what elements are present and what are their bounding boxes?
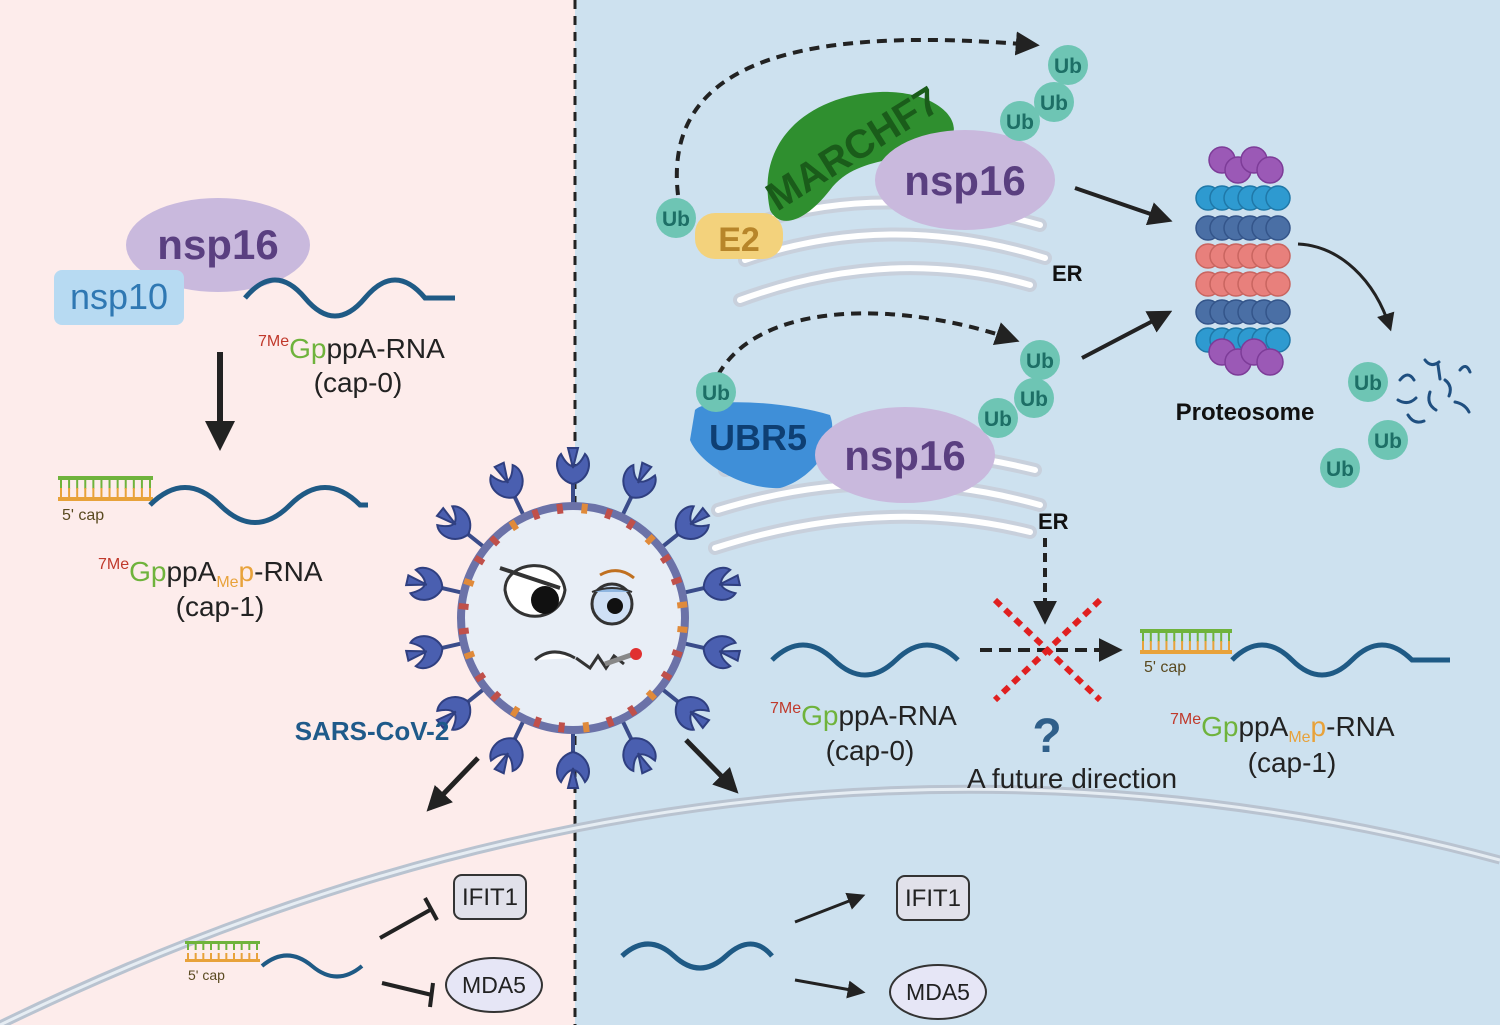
nsp16-bottom-ellipse <box>815 407 995 503</box>
ub-chain-bottom-2: Ub <box>1014 378 1054 418</box>
e2-shape <box>695 213 783 259</box>
svg-text:Ub: Ub <box>662 208 690 231</box>
ub-transfer-arrow-bottom <box>716 311 1020 376</box>
ifit1-label-left: IFIT1 <box>462 884 518 911</box>
right-cap0-formula: 7MeGpppA-RNA <box>770 700 957 731</box>
left-cap-label: 5' cap <box>62 507 104 524</box>
nsp16-bottom-label: nsp16 <box>844 432 965 479</box>
marchf7-shape <box>767 91 954 221</box>
nsp16-left-ellipse <box>126 198 310 292</box>
proteosome-label: Proteosome <box>1176 399 1315 426</box>
sars-cov-2-virus <box>401 446 745 790</box>
e2-label: E2 <box>718 221 760 259</box>
er-label-top: ER <box>1052 261 1083 286</box>
mda5-ellipse-right <box>889 964 987 1020</box>
er-label-bottom: ER <box>1038 509 1069 534</box>
svg-text:Ub: Ub <box>1040 92 1068 115</box>
virus-body <box>457 502 689 734</box>
degraded-peptides <box>1396 358 1472 424</box>
left-panel <box>0 0 575 1025</box>
arrow-activate-ifit1 <box>794 892 866 924</box>
ub-chain-bottom-3: Ub <box>1020 340 1060 380</box>
svg-text:Ub: Ub <box>984 408 1012 431</box>
rna-wave-left-top <box>243 277 455 319</box>
arrow-virus-right <box>684 738 739 794</box>
svg-text:Ub: Ub <box>702 382 730 405</box>
left-cap0-formula: 7MeGpppA-RNA <box>258 333 445 364</box>
rna-wave-left-mid <box>148 485 368 525</box>
svg-text:Ub: Ub <box>1006 111 1034 134</box>
nsp10-box <box>54 270 184 325</box>
left-cap1-name: (cap-1) <box>176 591 265 622</box>
svg-text:Ub: Ub <box>1020 388 1048 411</box>
mda5-ellipse-left <box>445 957 543 1013</box>
rna-wave-right-cap1 <box>1230 642 1450 678</box>
rna-wave-bottom-left <box>260 953 364 979</box>
svg-text:Ub: Ub <box>1054 55 1082 78</box>
ifit1-box-right <box>896 875 970 921</box>
right-cap1-formula: 7MeGpppAMep-RNA <box>1170 711 1395 746</box>
nsp16-nsp10-complex: nsp16 nsp10 <box>54 198 310 325</box>
ub-chain-top-3: Ub <box>1048 45 1088 85</box>
arrow-activate-mda5 <box>794 978 866 999</box>
ub-free-3: Ub <box>1320 448 1360 488</box>
arrow-nsp16-bottom-to-proteosome <box>1081 310 1173 360</box>
svg-text:Ub: Ub <box>1026 350 1054 373</box>
cap-structure-bottom-left: 5' cap <box>185 941 260 983</box>
svg-text:Ub: Ub <box>1374 430 1402 453</box>
ifit1-box-left <box>453 874 527 920</box>
mda5-label-left: MDA5 <box>462 972 526 998</box>
ub-transfer-arrow-top <box>674 31 1040 196</box>
red-cross-2 <box>992 597 1103 703</box>
left-cap1-formula: 7MeGpppAMep-RNA <box>98 556 323 591</box>
ub-free-2: Ub <box>1368 420 1408 460</box>
rna-wave-right-cap0 <box>770 642 960 678</box>
cap-structure-left: 5' cap <box>58 476 153 524</box>
arrow-degradation <box>1297 242 1395 332</box>
virus-label: SARS-CoV-2 <box>295 716 450 746</box>
inhibit-ifit1-left <box>423 897 439 921</box>
future-direction-label: A future direction <box>967 763 1177 794</box>
ub-chain-top-1: Ub <box>1000 101 1040 141</box>
nsp16-top-ellipse <box>875 130 1055 230</box>
left-cap0-name: (cap-0) <box>314 367 403 398</box>
bottom-left-cap-label: 5' cap <box>188 967 225 983</box>
nsp10-label: nsp10 <box>70 276 168 317</box>
svg-text:Ub: Ub <box>1354 372 1382 395</box>
right-cap-label: 5' cap <box>1144 659 1186 676</box>
ub-chain-bottom-1: Ub <box>978 398 1018 438</box>
arrow-nsp16-top-to-proteosome <box>1074 186 1173 226</box>
rna-wave-bottom-right <box>620 941 774 971</box>
right-cap0-name: (cap-0) <box>826 735 915 766</box>
nsp16-left-label: nsp16 <box>157 221 278 268</box>
nsp16-top-label: nsp16 <box>904 157 1025 204</box>
cap-structure-right: 5' cap <box>1140 629 1232 676</box>
ub-chain-top-2: Ub <box>1034 82 1074 122</box>
inhibit-mda5-left <box>428 982 435 1008</box>
mda5-label-right: MDA5 <box>906 979 970 1005</box>
proteosome <box>1195 146 1291 376</box>
ubr5-label: UBR5 <box>709 417 807 458</box>
ub-free-1: Ub <box>1348 362 1388 402</box>
ub-ubr5: Ub <box>696 372 736 412</box>
right-cap1-name: (cap-1) <box>1248 747 1337 778</box>
arrow-virus-left <box>426 756 480 812</box>
question-mark: ? <box>1032 710 1061 763</box>
ub-e2: Ub <box>656 198 696 238</box>
ubr5-shape <box>690 402 833 489</box>
ifit1-label-right: IFIT1 <box>905 885 961 912</box>
svg-text:Ub: Ub <box>1326 458 1354 481</box>
